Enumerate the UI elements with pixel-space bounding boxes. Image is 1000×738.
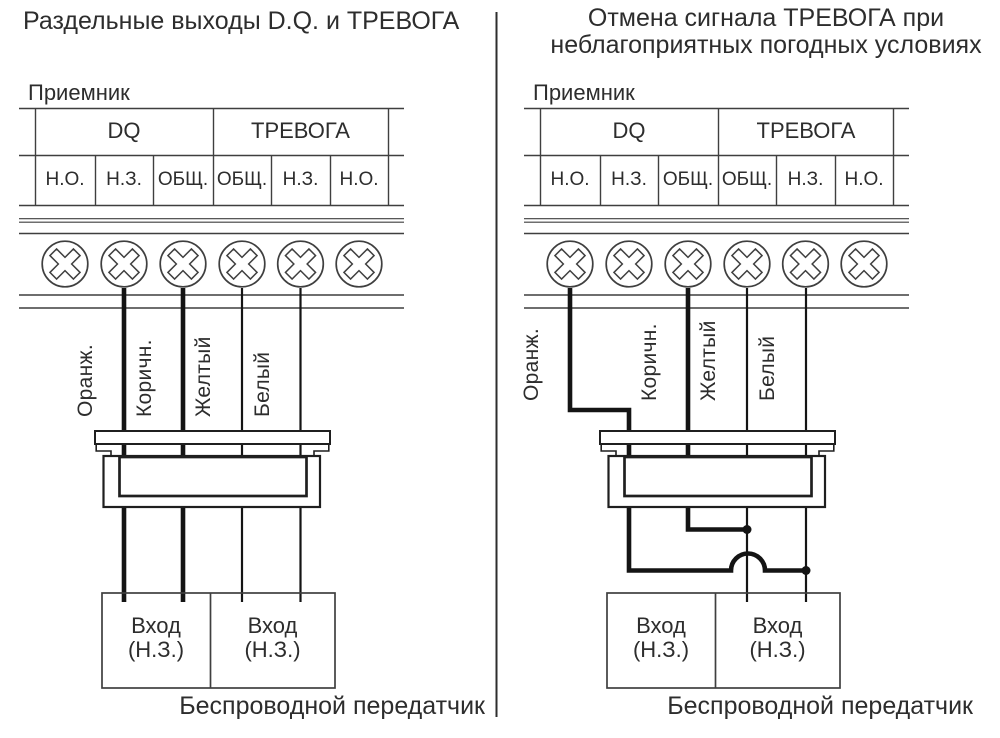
right-diagram-title: Отмена сигнала ТРЕВОГА при неблагоприятн… — [550, 5, 981, 59]
wire-label-orange: Оранж. — [74, 344, 97, 417]
left-terminal-screws — [40, 239, 384, 289]
screw-terminal-icon — [158, 239, 208, 289]
input-label-line1: Вход — [636, 613, 686, 638]
input-label-line2: (Н.З.) — [244, 637, 301, 662]
left-diagram-title: Раздельные выходы D.Q. и ТРЕВОГА — [23, 7, 460, 35]
wire-brown-jumper — [685, 288, 747, 532]
left-output-alarm-label: ТРЕВОГА — [251, 118, 350, 143]
left-receiver-label: Приемник — [28, 80, 130, 105]
terminal-cell-label: Н.З. — [787, 169, 824, 190]
right-transmitter-label: Беспроводной передатчик — [667, 692, 973, 720]
screw-terminal-icon — [839, 239, 889, 289]
right-terminal-screws — [545, 239, 889, 289]
right-receiver-label: Приемник — [533, 80, 635, 105]
screw-terminal-icon — [604, 239, 654, 289]
input-label-line1: Вход — [752, 613, 803, 638]
screw-terminal-icon — [99, 239, 149, 289]
right-transmitter-connector — [599, 430, 836, 509]
left-transmitter-label: Беспроводной передатчик — [179, 692, 485, 720]
left-output-dq-label: DQ — [107, 118, 141, 143]
terminal-cell-label: ОБЩ. — [157, 169, 209, 190]
terminal-cell-label: Н.З. — [106, 169, 142, 190]
input-label-line1: Вход — [131, 613, 181, 638]
screw-terminal-icon — [40, 239, 90, 289]
right-title-line2: неблагоприятных погодных условиях — [550, 31, 982, 59]
left-receiver-panel — [19, 107, 404, 309]
input-label-line2: (Н.З.) — [127, 637, 185, 662]
right-title-line1: Отмена сигнала ТРЕВОГА при — [587, 4, 945, 32]
screw-terminal-icon — [276, 239, 325, 289]
right-output-dq-label: DQ — [612, 118, 646, 143]
screw-terminal-icon — [545, 239, 595, 289]
terminal-cell-label: Н.О. — [550, 169, 590, 190]
terminal-cell-label: Н.З. — [282, 169, 319, 190]
screw-terminal-icon — [217, 239, 267, 289]
screw-terminal-icon — [722, 239, 772, 289]
wire-label-brown: Коричн. — [133, 339, 156, 417]
terminal-cell-label: Н.О. — [45, 169, 85, 190]
terminal-cell-label: Н.О. — [339, 169, 379, 190]
wire-label-yellow: Желтый — [192, 336, 215, 417]
wire-label-brown: Коричн. — [638, 323, 661, 401]
right-input-boxes — [606, 592, 841, 689]
input-box-label: Вход (Н.З.) — [633, 614, 689, 662]
terminal-cell-label: Н.О. — [844, 169, 884, 190]
screw-terminal-icon — [334, 239, 384, 289]
terminal-cell-label: ОБЩ. — [216, 169, 268, 190]
input-box-label: Вход (Н.З.) — [749, 614, 805, 662]
input-label-line2: (Н.З.) — [749, 637, 806, 662]
junction-dot — [801, 566, 811, 575]
input-box-label: Вход (Н.З.) — [128, 614, 184, 662]
junction-dot — [742, 525, 752, 534]
wire-label-orange: Оранж. — [520, 328, 543, 401]
terminal-cell-label: ОБЩ. — [662, 169, 714, 190]
input-label-line2: (Н.З.) — [632, 637, 690, 662]
terminal-cell-label: Н.З. — [611, 169, 647, 190]
terminal-cell-label: ОБЩ. — [721, 169, 773, 190]
wire-label-white: Белый — [250, 351, 274, 417]
right-receiver-panel — [524, 107, 909, 309]
wire-label-white: Белый — [755, 335, 779, 401]
screw-terminal-icon — [663, 239, 713, 289]
wire-label-yellow: Желтый — [697, 320, 720, 401]
right-output-alarm-label: ТРЕВОГА — [756, 118, 856, 143]
wire-orange-jumper — [567, 288, 806, 573]
left-transmitter-connector — [94, 430, 331, 509]
input-label-line1: Вход — [247, 613, 298, 638]
left-input-boxes — [101, 592, 336, 689]
right-junction-dots — [742, 525, 811, 575]
screw-terminal-icon — [781, 239, 830, 289]
input-box-label: Вход (Н.З.) — [244, 614, 300, 662]
